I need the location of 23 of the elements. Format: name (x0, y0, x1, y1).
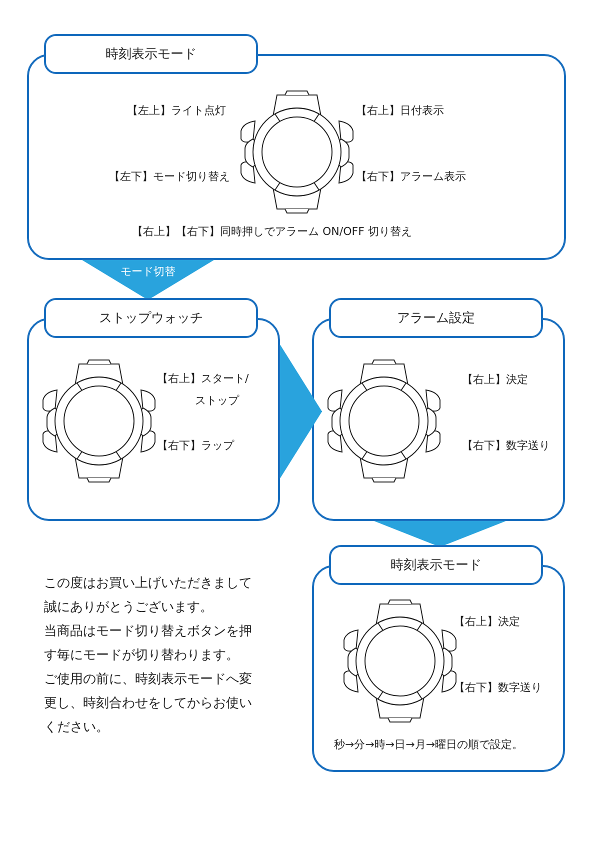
button-function-label: 【右下】数字送り (462, 438, 550, 453)
panel-title-tab: 時刻表示モード (44, 34, 258, 74)
flow-arrow (280, 344, 322, 478)
button-function-label: 【右上】日付表示 (356, 103, 444, 118)
panel-title-tab: 時刻表示モード (329, 545, 543, 585)
intro-paragraph: ご使用の前に、時刻表示モードへ変更し、時刻合わせをしてからお使いください。 (44, 671, 253, 737)
edge-label: モード切替 (120, 264, 176, 279)
panel-title-tab: ストップウォッチ (44, 298, 258, 338)
intro-paragraph: 当商品はモード切り替えボタンを押す毎にモードが切り替わります。 (44, 623, 253, 665)
button-function-label: 【右上】決定 (454, 614, 520, 629)
button-function-label: 【右上】スタート/ストップ (157, 371, 250, 409)
intro-paragraph: この度はお買い上げいただきまして誠にありがとうございます。 (44, 575, 253, 617)
button-function-label: 秒→分→時→日→月→曜日の順で設定。 (334, 737, 524, 752)
button-function-label: 【右上】決定 (462, 372, 528, 387)
flow-arrow (82, 260, 214, 300)
button-function-label: 【右下】数字送り (454, 680, 542, 695)
button-function-label: 【左下】モード切り替え (109, 169, 230, 184)
flow-arrow (374, 520, 506, 548)
button-function-label: 【右下】ラップ (157, 438, 234, 453)
button-function-label: 【左上】ライト点灯 (127, 103, 226, 118)
button-function-label: 【右上】【右下】同時押しでアラーム ON/OFF 切り替え (132, 224, 412, 239)
panel-title-tab: アラーム設定 (329, 298, 543, 338)
button-function-label: 【右下】アラーム表示 (356, 169, 466, 184)
